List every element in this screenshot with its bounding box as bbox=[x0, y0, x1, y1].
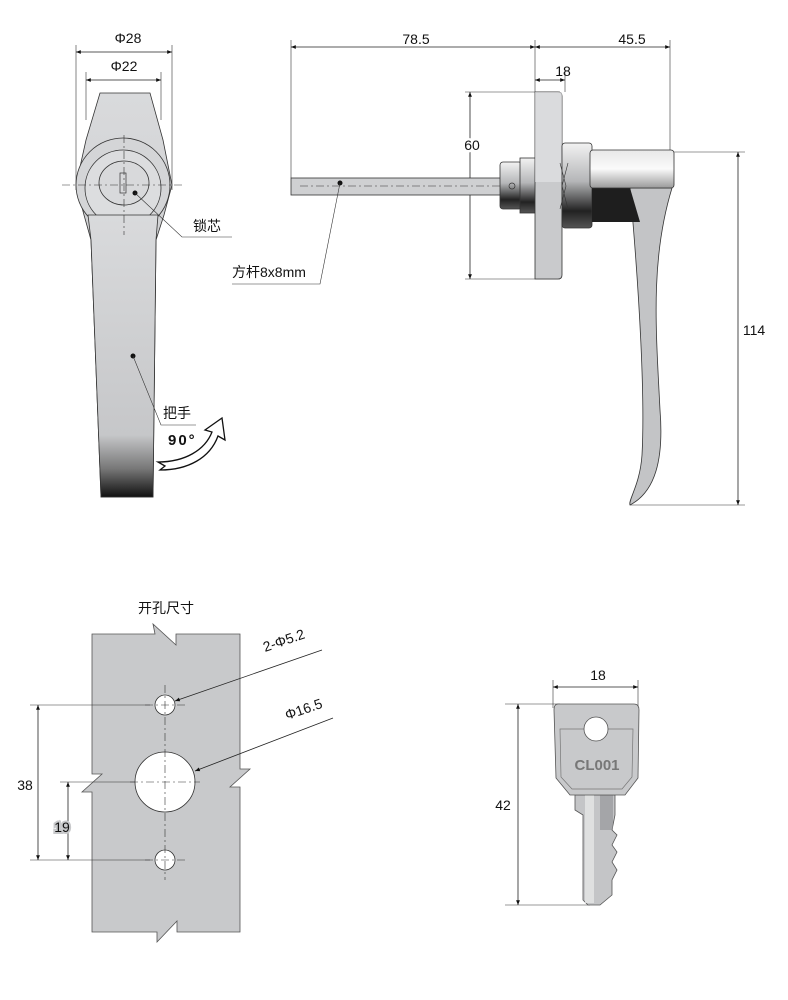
flange-width-label: 18 bbox=[555, 63, 571, 79]
small-holes-label: 2-Φ5.2 bbox=[261, 626, 307, 655]
handle-length-label: 45.5 bbox=[618, 31, 645, 47]
key-view: 18 42 CL001 bbox=[495, 667, 640, 906]
front-view: Φ28 Φ22 锁芯 把手 90° bbox=[62, 30, 232, 498]
flange-height-label: 60 bbox=[464, 137, 480, 153]
rotation-arrow-icon bbox=[155, 416, 226, 471]
lock-core-label: 锁芯 bbox=[193, 218, 221, 234]
side-view: 78.5 45.5 18 60 114 方杆8x8mm bbox=[232, 31, 766, 506]
hole-spacing-label: 38 bbox=[17, 777, 33, 793]
handle-label: 把手 bbox=[163, 405, 191, 421]
key-length-label: 42 bbox=[495, 797, 511, 813]
handle-side bbox=[629, 187, 673, 506]
handle-barrel bbox=[589, 149, 675, 189]
cutout-title: 开孔尺寸 bbox=[138, 600, 194, 616]
inner-diameter-label: Φ22 bbox=[111, 58, 138, 74]
hub bbox=[561, 142, 593, 229]
cutout-view: 开孔尺寸 38 19 2-Φ5.2 Φ16.5 bbox=[17, 600, 334, 943]
rotation-label: 90° bbox=[168, 432, 197, 449]
shaft-label: 方杆8x8mm bbox=[232, 264, 306, 280]
key-width-label: 18 bbox=[590, 667, 606, 683]
half-spacing-label: 19 bbox=[54, 819, 70, 835]
shaft-length-label: 78.5 bbox=[402, 31, 429, 47]
key-hole bbox=[583, 716, 609, 742]
outer-diameter-label: Φ28 bbox=[115, 30, 142, 46]
square-shaft bbox=[290, 177, 502, 196]
keyway bbox=[119, 172, 127, 194]
key-head bbox=[553, 703, 640, 796]
handle-height-label: 114 bbox=[743, 322, 766, 338]
center-hole-label: Φ16.5 bbox=[283, 695, 325, 723]
key-code: CL001 bbox=[574, 757, 619, 774]
shaft-collar bbox=[499, 161, 523, 210]
